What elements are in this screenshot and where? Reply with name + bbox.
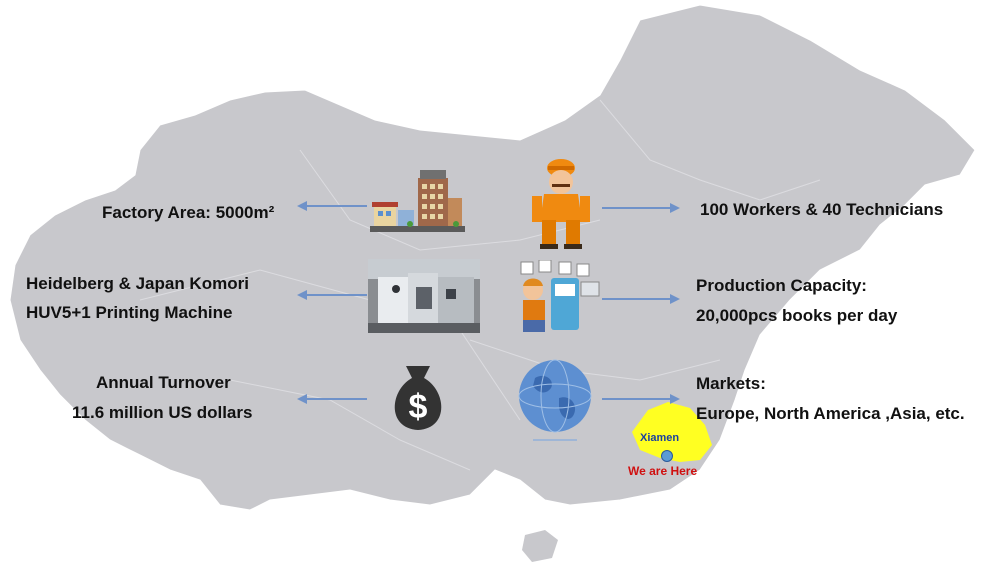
turnover-line1-text: Annual Turnover bbox=[96, 373, 231, 392]
printing-machine-photo bbox=[368, 259, 480, 333]
money-bag-icon: $ bbox=[394, 366, 442, 430]
markets-line1-text: Markets: bbox=[696, 374, 766, 393]
markets-line2-text: Europe, North America ,Asia, etc. bbox=[696, 404, 965, 423]
arrow-factory bbox=[297, 201, 367, 211]
we-are-here-label: We are Here bbox=[628, 464, 698, 478]
capacity-line2-text: 20,000pcs books per day bbox=[696, 306, 898, 325]
factory-buildings-icon bbox=[370, 170, 465, 232]
machine-line2-text: HUV5+1 Printing Machine bbox=[26, 303, 233, 322]
location-marker-icon bbox=[661, 450, 673, 462]
arrow-turnover bbox=[297, 394, 367, 404]
factory-area-text: Factory Area: 5000m² bbox=[102, 203, 275, 222]
turnover-line2-text: 11.6 million US dollars bbox=[72, 403, 253, 422]
arrow-workers bbox=[602, 203, 680, 213]
capacity-line1-text: Production Capacity: bbox=[696, 276, 867, 295]
worker-mascot-icon bbox=[532, 159, 590, 249]
svg-text:$: $ bbox=[409, 388, 428, 426]
arrow-capacity bbox=[602, 294, 680, 304]
workers-text: 100 Workers & 40 Technicians bbox=[700, 200, 944, 219]
technician-mascot-icon bbox=[520, 260, 600, 332]
arrow-machine bbox=[297, 290, 367, 300]
machine-line1-text: Heidelberg & Japan Komori bbox=[26, 274, 249, 293]
globe-icon bbox=[518, 359, 592, 441]
city-label: Xiamen bbox=[640, 432, 680, 444]
arrow-markets bbox=[602, 394, 680, 404]
